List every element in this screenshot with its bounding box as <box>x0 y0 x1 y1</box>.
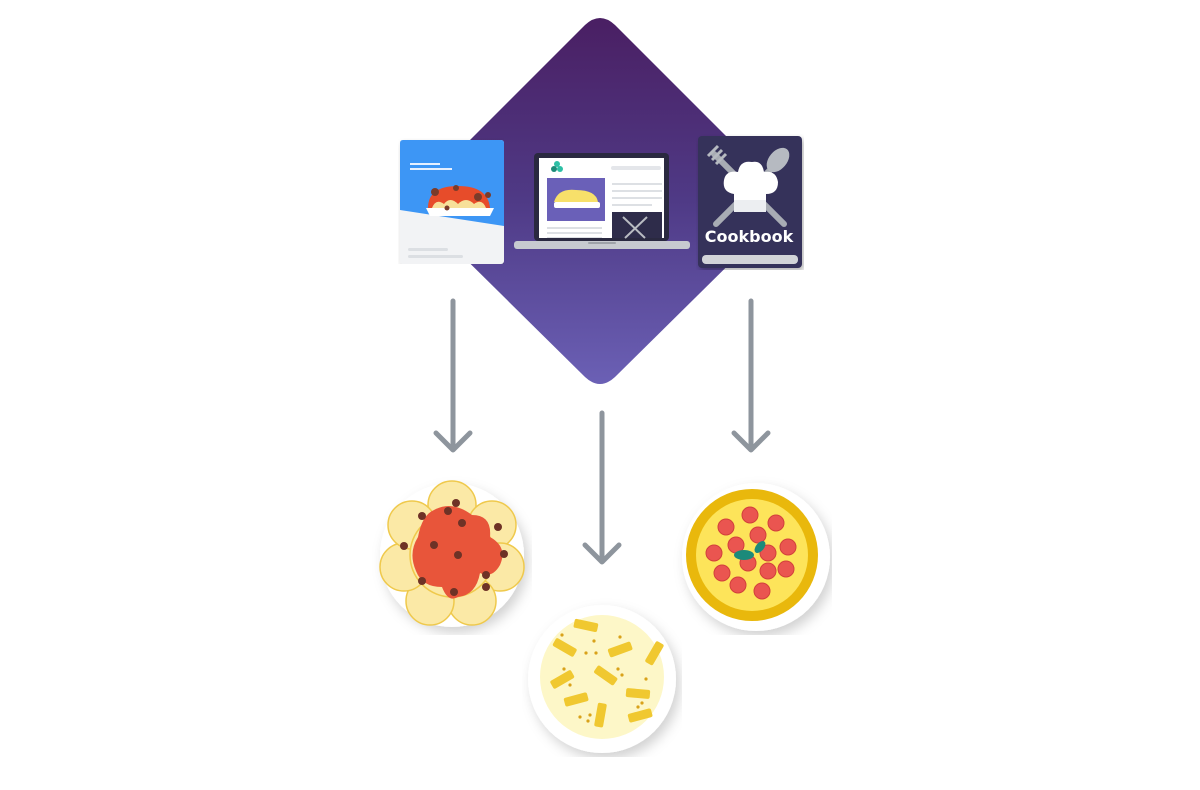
penne-pasta <box>522 597 682 757</box>
laptop-recipe-site <box>514 150 690 254</box>
cookbook-icon: Cookbook <box>698 136 802 268</box>
pizza-icon <box>682 483 830 631</box>
spaghetti-meatballs <box>372 475 532 635</box>
pepperoni-pizza <box>672 475 832 635</box>
spaghetti-recipe-card-icon <box>400 140 504 264</box>
arrow-left <box>431 298 475 456</box>
arrow-right <box>729 298 773 456</box>
laptop-recipe-icon <box>514 153 690 249</box>
cookbook: Cookbook <box>696 134 804 270</box>
cookbook-label: Cookbook <box>705 227 794 246</box>
recipe-card <box>398 138 504 264</box>
penne-plate-icon <box>528 605 676 753</box>
arrow-center <box>580 410 624 568</box>
spaghetti-plate-icon <box>379 480 525 627</box>
